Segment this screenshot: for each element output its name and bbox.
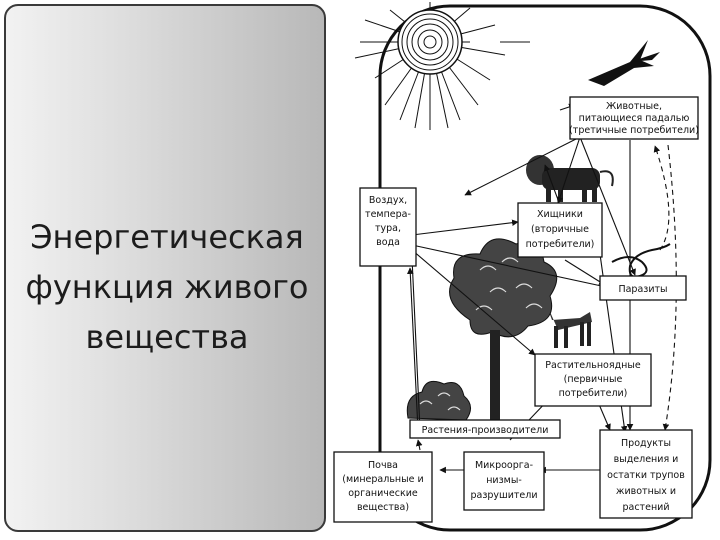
node-animals-carrion: Животные,питающиеся падалью(третичные по… (569, 97, 699, 139)
lion-icon (526, 155, 613, 202)
svg-text:Растения-производители: Растения-производители (422, 425, 549, 436)
node-plants-producers: Растения-производители (410, 420, 560, 438)
node-air-temperature-water: Воздух,темпера-тура,вода (360, 188, 416, 266)
svg-text:Паразиты: Паразиты (618, 284, 667, 295)
slide-title: Энергетическая функция живого вещества (6, 212, 328, 362)
node-parasites: Паразиты (600, 276, 686, 300)
food-web-diagram: Животные,питающиеся падалью(третичные по… (330, 0, 720, 540)
bird-icon (588, 40, 660, 86)
node-microorganisms: Микроорга-низмы-разрушители (464, 452, 544, 510)
slide-title-panel: Энергетическая функция живого вещества (4, 4, 326, 532)
